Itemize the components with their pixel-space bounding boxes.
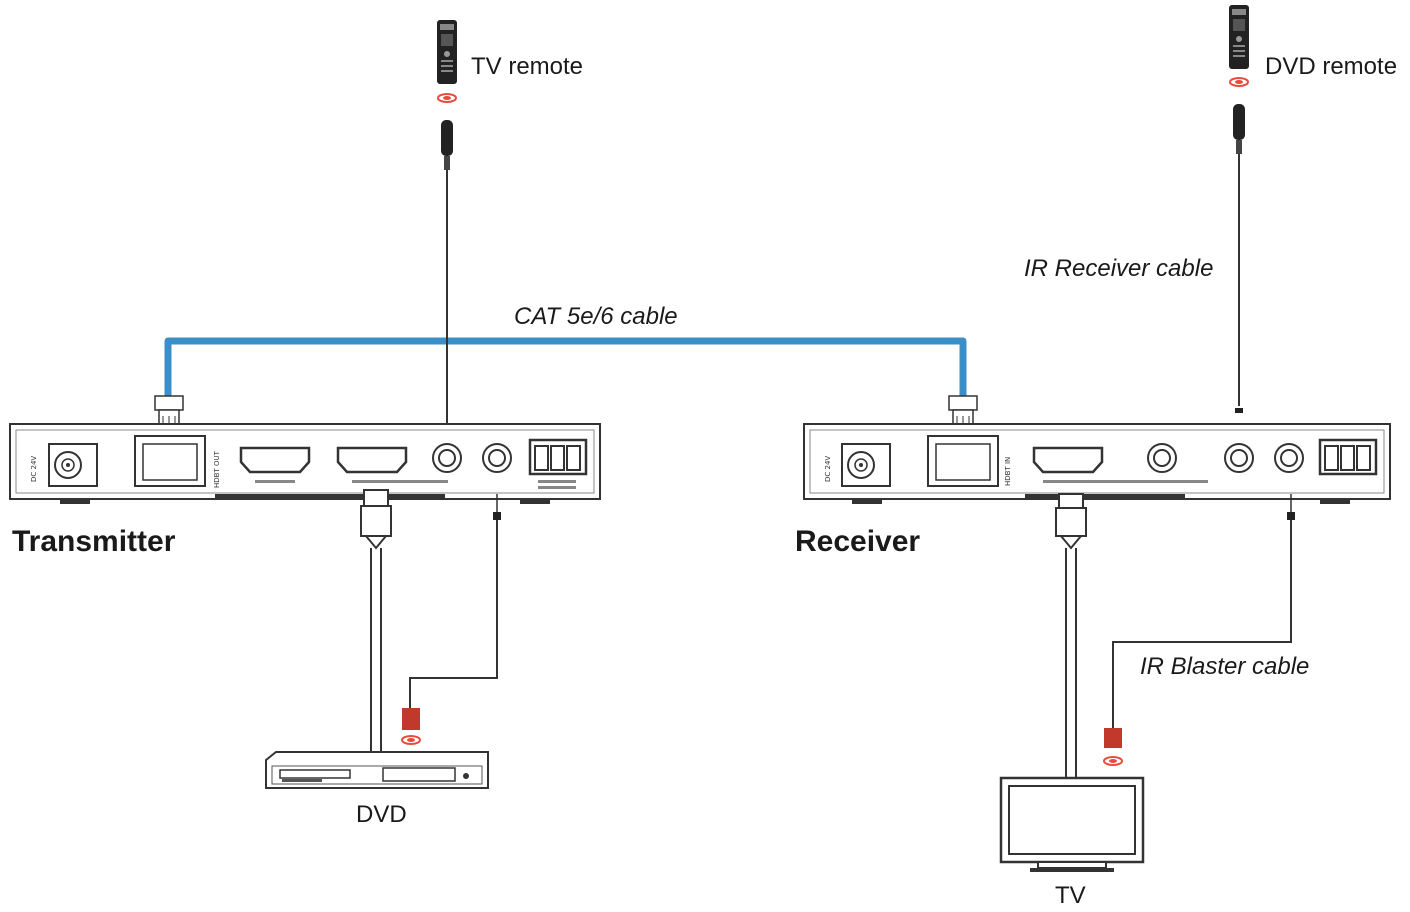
dvd-player-icon xyxy=(265,751,489,789)
tv-icon xyxy=(999,776,1145,872)
tx-dc-label: DC 24V xyxy=(30,456,38,482)
ir-signal-icon xyxy=(437,93,457,103)
dvd-remote-label: DVD remote xyxy=(1265,53,1397,80)
rj45-port-icon xyxy=(134,435,206,487)
ir-signal-icon xyxy=(1229,77,1249,87)
tv-remote-icon xyxy=(437,20,457,84)
tv-remote-label: TV remote xyxy=(471,53,583,80)
tx-ir-blaster-cable xyxy=(409,494,501,708)
dc-power-port-icon xyxy=(841,443,891,487)
ir-out-jack-icon xyxy=(1274,443,1304,473)
ir-blaster-cable-label: IR Blaster cable xyxy=(1140,653,1309,680)
rs232-terminal-icon xyxy=(528,438,588,489)
dvd-remote-icon xyxy=(1229,5,1249,69)
rx-hdmi-cable xyxy=(1055,493,1087,778)
ir-in-jack-icon xyxy=(432,443,462,473)
ir-receiver-sensor-icon xyxy=(1233,104,1245,154)
transmitter-label: Transmitter xyxy=(12,525,176,558)
receiver-device: DC 24V HDBT IN xyxy=(803,423,1391,504)
rx-ir-blaster-cable xyxy=(1112,494,1295,728)
ir-out-jack-icon xyxy=(482,443,512,473)
rx-dc-label: DC 24V xyxy=(824,456,832,482)
ir-in-jack-icon xyxy=(1224,443,1254,473)
tx-hdbt-label: HDBT OUT xyxy=(213,450,221,488)
ir-receiver-cable-label: IR Receiver cable xyxy=(1024,255,1213,282)
tv-label: TV xyxy=(1055,882,1086,909)
hdmi-out-port-icon xyxy=(239,446,311,483)
audio-out-jack-icon xyxy=(1147,443,1177,473)
hdmi-out-port-icon xyxy=(1032,446,1208,483)
transmitter-device: DC 24V HDBT OUT xyxy=(9,423,601,504)
dc-power-port-icon xyxy=(48,443,98,487)
rx-hdbt-label: HDBT IN xyxy=(1004,457,1012,486)
dvd-label: DVD xyxy=(356,801,407,828)
cat-cable xyxy=(164,337,967,398)
rs232-terminal-icon xyxy=(1318,438,1378,476)
ir-receiver-sensor-icon xyxy=(441,120,453,170)
tx-hdmi-cable xyxy=(360,489,392,756)
ir-emitter-icon xyxy=(401,708,421,745)
receiver-label: Receiver xyxy=(795,525,920,558)
hdmi-in-port-icon xyxy=(336,446,448,483)
ir-emitter-icon xyxy=(1103,728,1123,766)
rj45-port-icon xyxy=(927,435,999,487)
cat-cable-label: CAT 5e/6 cable xyxy=(514,303,678,330)
